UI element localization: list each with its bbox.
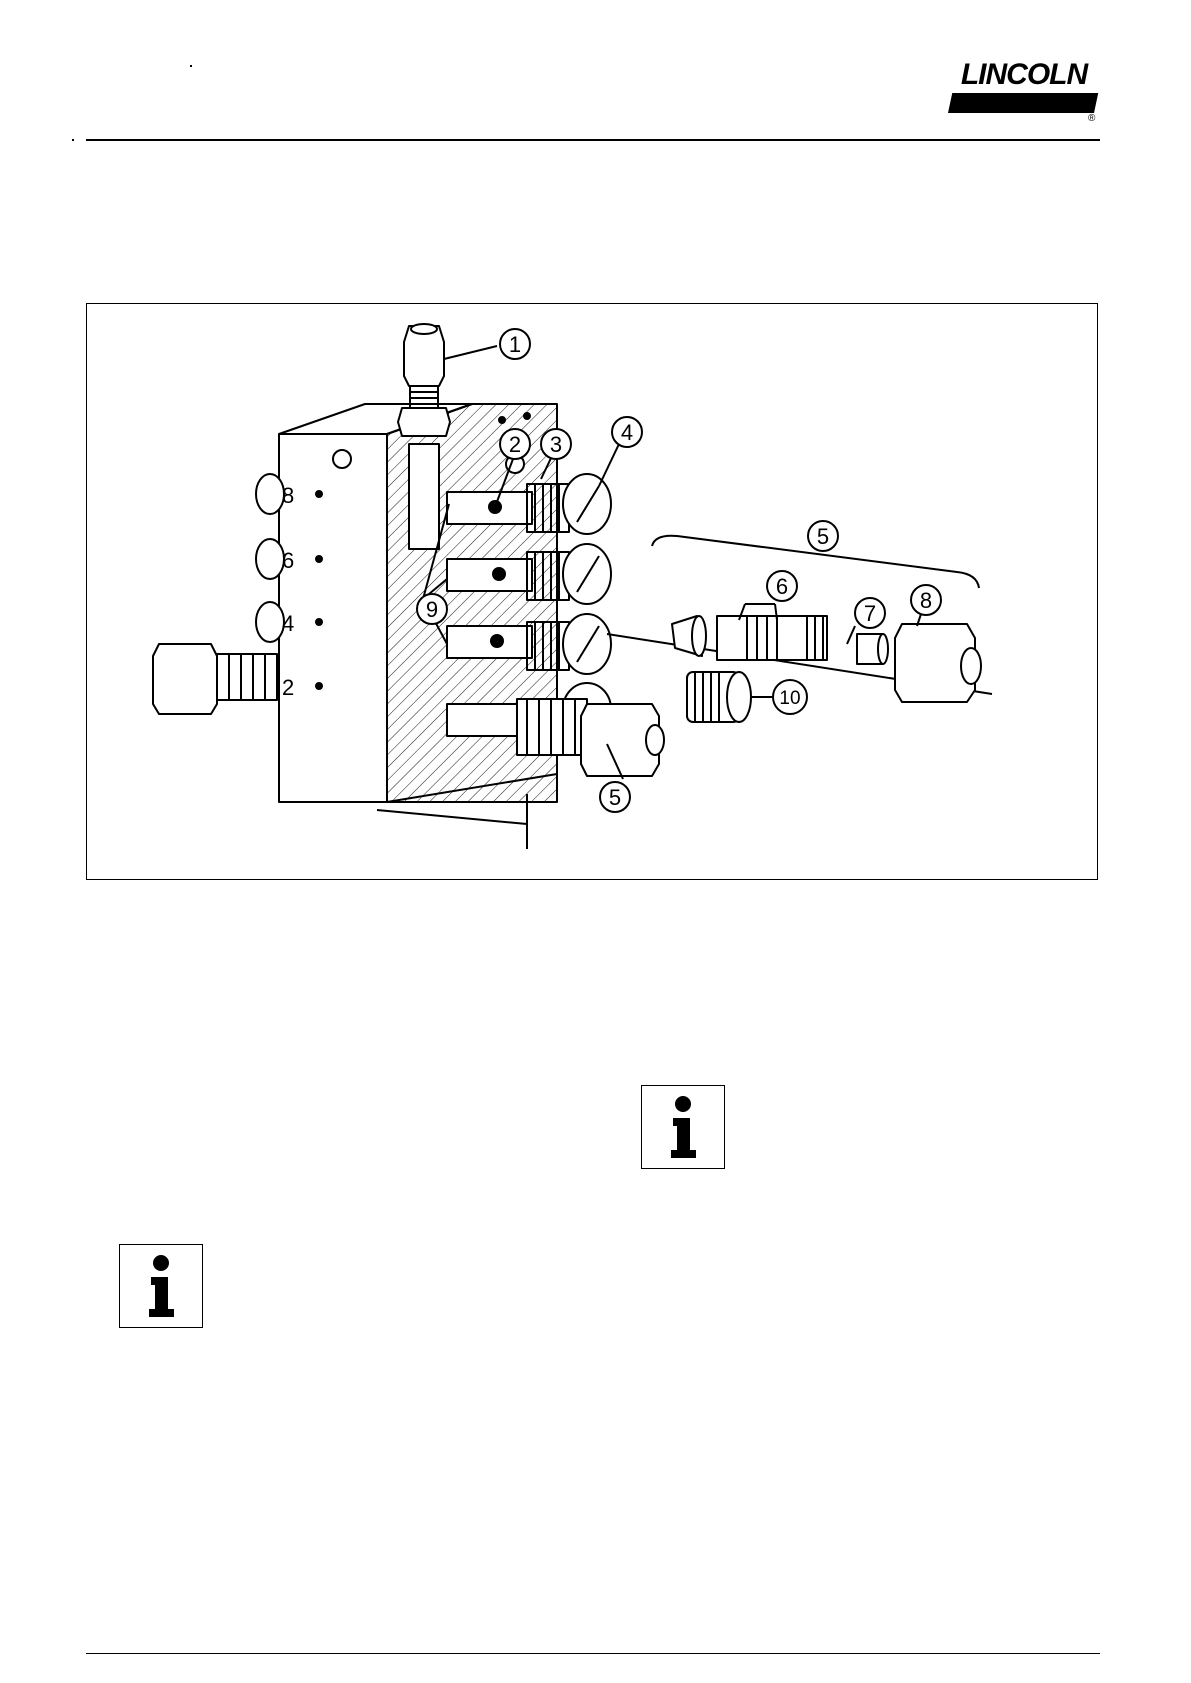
outlet-number-6: 6	[282, 548, 294, 573]
distributor-exploded-figure: 1 2 3 4 5 6 7 8 9 10 5 8 6 4 2	[86, 303, 1098, 880]
outlet-number-8: 8	[282, 483, 294, 508]
logo-registered-mark: ®	[1088, 114, 1095, 124]
corner-mark-left	[72, 139, 74, 141]
callout-7: 7	[864, 601, 876, 626]
callout-6: 6	[776, 574, 788, 599]
info-icon	[641, 1085, 725, 1169]
inlet-bore	[409, 444, 439, 549]
callout-5-top: 5	[817, 524, 829, 549]
callout-5-bottom: 5	[609, 785, 621, 810]
left-connector-nut	[153, 644, 217, 714]
header-rule	[86, 139, 1100, 141]
logo-wordmark: LINCOLN	[948, 60, 1100, 90]
logo-bar	[948, 93, 1098, 113]
info-icon	[119, 1244, 203, 1328]
distributor-drawing: 1 2 3 4 5 6 7 8 9 10 5 8 6 4 2	[87, 304, 1099, 881]
slotted-screws	[563, 474, 611, 735]
callout-4: 4	[621, 420, 633, 445]
callout-1: 1	[509, 332, 521, 357]
block-front-face	[279, 434, 387, 802]
corner-mark-top	[190, 65, 192, 67]
callout-10: 10	[779, 688, 800, 709]
footer-rule	[86, 1653, 1100, 1654]
callout-2: 2	[509, 432, 521, 457]
callout-9: 9	[426, 597, 438, 622]
outlet-number-4: 4	[282, 611, 294, 636]
callout-8: 8	[920, 588, 932, 613]
lincoln-logo: LINCOLN ®	[948, 60, 1098, 122]
outlet-number-2: 2	[282, 675, 294, 700]
callout-3: 3	[550, 432, 562, 457]
